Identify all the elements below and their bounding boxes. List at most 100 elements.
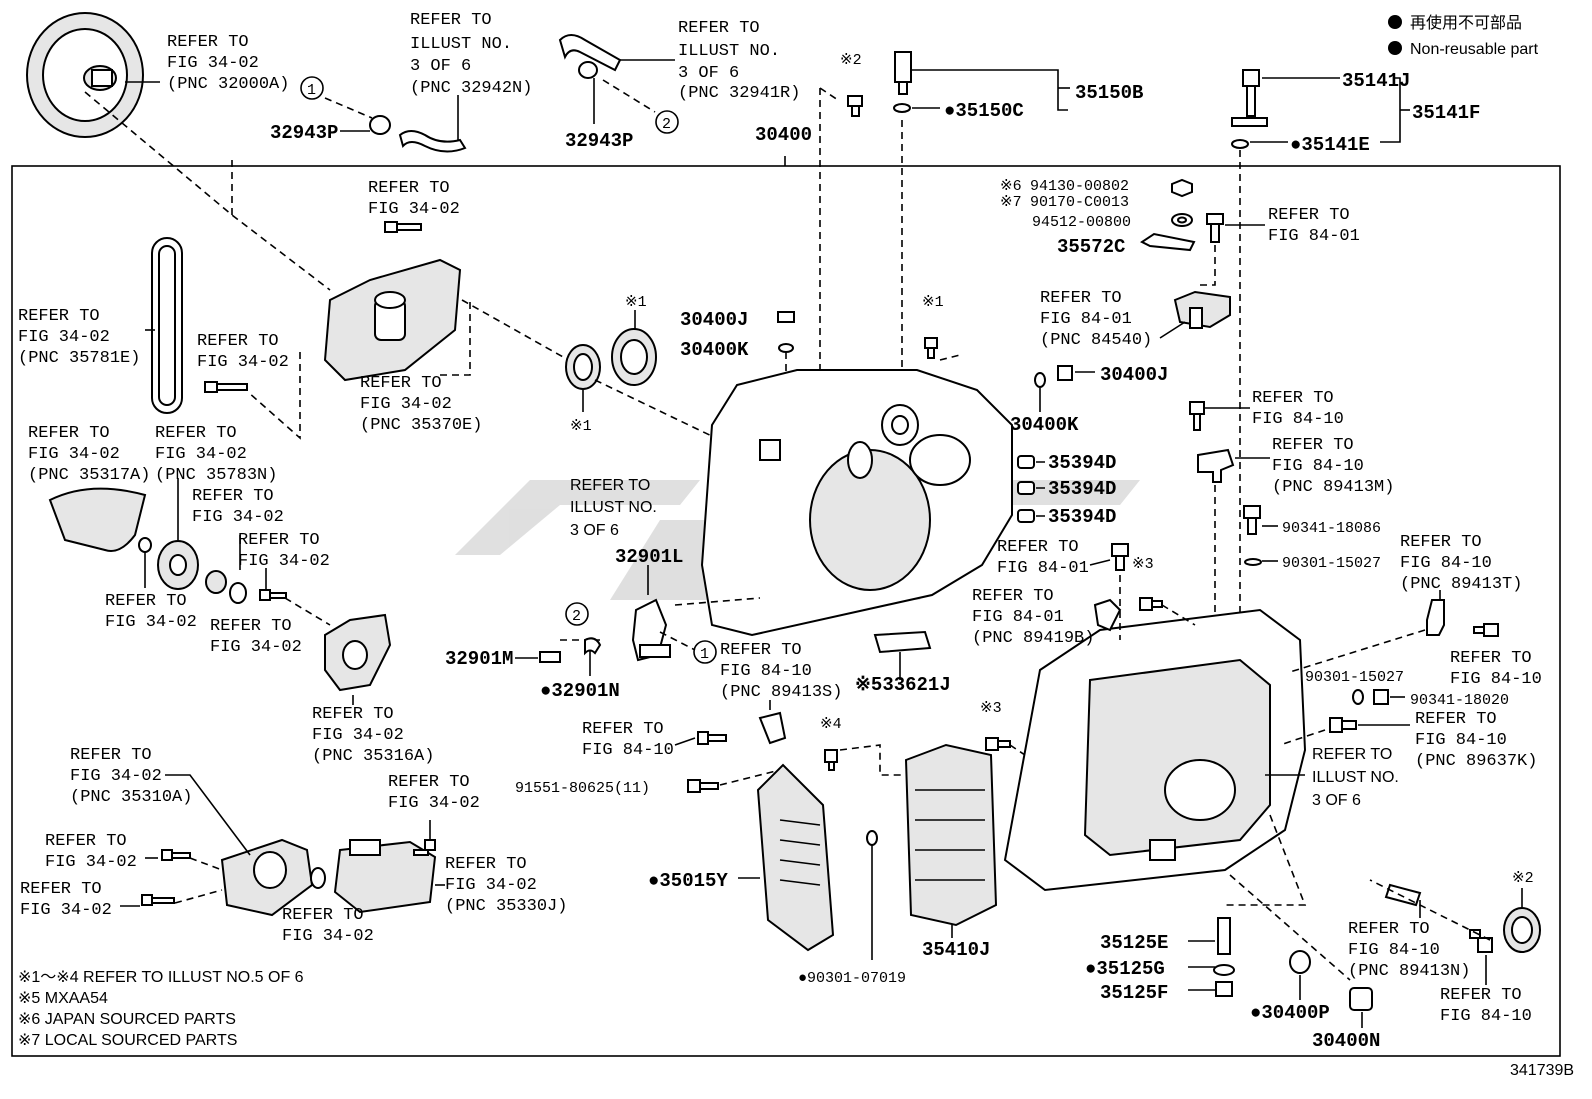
svg-text:REFER TO: REFER TO: [210, 617, 292, 636]
ref-note: REFER TO FIG 34-02 (PNC 35316A): [312, 705, 434, 766]
svg-text:REFER TO: REFER TO: [238, 531, 320, 550]
svg-text:REFER TO: REFER TO: [1415, 710, 1497, 729]
bolt-m3-a-drawing: [985, 737, 1011, 751]
hose-clamp-left-drawing: [369, 115, 467, 153]
svg-text:FIG 34-02: FIG 34-02: [28, 445, 120, 464]
svg-text:FIG 34-02: FIG 34-02: [45, 853, 137, 872]
oil-seal-m2-drawing: [1503, 907, 1541, 953]
svg-text:REFER TO: REFER TO: [368, 179, 450, 198]
svg-text:REFER TO: REFER TO: [312, 705, 394, 724]
part-label: 30400J: [1100, 364, 1168, 386]
svg-text:FIG 84-10: FIG 84-10: [1450, 670, 1542, 689]
plug-30400j-b-drawing: [1034, 365, 1073, 388]
bolt-m1-drawing: [924, 337, 938, 359]
svg-text:(PNC 35316A): (PNC 35316A): [312, 747, 434, 766]
svg-text:REFER TO: REFER TO: [197, 332, 279, 351]
legend-dot-jp: [1388, 15, 1402, 29]
part-label: 35125E: [1100, 932, 1168, 954]
svg-text:REFER TO: REFER TO: [167, 33, 249, 52]
note-mark: ※4: [820, 716, 842, 733]
part-label: ●35141E: [1290, 134, 1370, 156]
svg-text:FIG 84-10: FIG 84-10: [1252, 410, 1344, 429]
svg-text:(PNC 32941R): (PNC 32941R): [678, 84, 800, 103]
svg-text:FIG 34-02: FIG 34-02: [445, 876, 537, 895]
clip-32901n-drawing: [584, 637, 602, 656]
svg-text:FIG 34-02: FIG 34-02: [312, 726, 404, 745]
valve-body-35410j-drawing: [904, 743, 998, 927]
sensor-84540-drawing: [1173, 290, 1231, 329]
plug-90341-18086-drawing: [1243, 505, 1262, 566]
svg-text:REFER TO: REFER TO: [445, 855, 527, 874]
legend-label-jp: 再使用不可部品: [1410, 14, 1522, 32]
part-label: ●35125G: [1085, 958, 1165, 980]
part-label: 35394D: [1048, 452, 1116, 474]
part-label: 35394D: [1048, 506, 1116, 528]
ring-small-a-drawing: [138, 537, 152, 553]
bolt-ref-8410-d-drawing: [1469, 929, 1493, 953]
pump-35310a-drawing: [220, 838, 326, 917]
svg-text:3 OF 6: 3 OF 6: [410, 57, 471, 76]
part-label: 30400N: [1312, 1030, 1380, 1052]
svg-text:REFER TO: REFER TO: [582, 720, 664, 739]
svg-text:REFER TO: REFER TO: [1040, 289, 1122, 308]
part-label: 32943P: [270, 122, 338, 144]
washer-94512-drawing: [1171, 213, 1193, 227]
chain-35781e-drawing: [151, 237, 183, 414]
cover-35317a-drawing: [48, 487, 147, 552]
legend: 再使用不可部品 Non-reusable part: [1388, 14, 1539, 58]
svg-text:REFER TO: REFER TO: [972, 587, 1054, 606]
plate-35370e-drawing: [323, 258, 462, 382]
svg-text:REFER TO: REFER TO: [1440, 986, 1522, 1005]
part-label: 30400K: [680, 339, 749, 361]
plate-33621j-drawing: [873, 630, 932, 654]
sprocket-35783n-drawing: [157, 540, 199, 590]
svg-text:ILLUST NO.: ILLUST NO.: [570, 499, 657, 516]
svg-text:FIG 34-02: FIG 34-02: [197, 353, 289, 372]
part-label: ●32901N: [540, 680, 620, 702]
svg-text:REFER TO: REFER TO: [1252, 389, 1334, 408]
oil-seal-a-drawing: [565, 344, 601, 390]
svg-text:FIG 84-10: FIG 84-10: [1415, 731, 1507, 750]
note-mark: ※1: [570, 418, 592, 435]
bolt-ref-8410-a-drawing: [697, 731, 727, 745]
plug-30400n-drawing: [1349, 987, 1373, 1011]
lever-32901l-drawing: [631, 598, 671, 662]
svg-text:REFER TO: REFER TO: [1312, 746, 1392, 763]
svg-text:(PNC 35330J): (PNC 35330J): [445, 897, 567, 916]
svg-text:(PNC 89413M): (PNC 89413M): [1272, 478, 1394, 497]
part-number-labels: 30400 32943P 32943P 35150B ●35150C 35141…: [270, 70, 1509, 1052]
oring-90301-15027-b-drawing: [1352, 689, 1364, 705]
svg-text:FIG 84-01: FIG 84-01: [1040, 310, 1132, 329]
pin-32901m-drawing: [539, 651, 561, 663]
sensor-89413t-drawing: [1426, 599, 1445, 636]
svg-text:(PNC 89637K): (PNC 89637K): [1415, 752, 1537, 771]
figure-id: 341739B: [1510, 1062, 1574, 1079]
part-label: 35410J: [922, 939, 990, 961]
sensor-35141f-drawing: [1231, 69, 1268, 149]
bolt-ref-8410-b-drawing: [1189, 401, 1205, 431]
callout-circle: [300, 76, 324, 100]
svg-text:REFER TO: REFER TO: [20, 880, 102, 899]
legend-dot-en: [1388, 41, 1402, 55]
svg-text:FIG 84-10: FIG 84-10: [720, 662, 812, 681]
sensor-89413m-drawing: [1197, 448, 1235, 483]
bolt-ref-3402-b-drawing: [204, 381, 248, 393]
callout-circle: [655, 110, 679, 134]
tcm-35015y-drawing: [756, 763, 835, 952]
part-label: 35150B: [1075, 82, 1143, 104]
svg-text:(PNC 35310A): (PNC 35310A): [70, 788, 192, 807]
svg-text:ILLUST NO.: ILLUST NO.: [678, 42, 780, 61]
part-label: 90170-C0013: [1030, 194, 1129, 211]
svg-text:3 OF 6: 3 OF 6: [1312, 792, 1361, 809]
svg-text:REFER TO: REFER TO: [1272, 436, 1354, 455]
svg-text:(PNC 35317A): (PNC 35317A): [28, 466, 150, 485]
part-label: 32901M: [445, 648, 513, 670]
svg-text:FIG 34-02: FIG 34-02: [368, 200, 460, 219]
callout-number: 1: [307, 82, 316, 99]
